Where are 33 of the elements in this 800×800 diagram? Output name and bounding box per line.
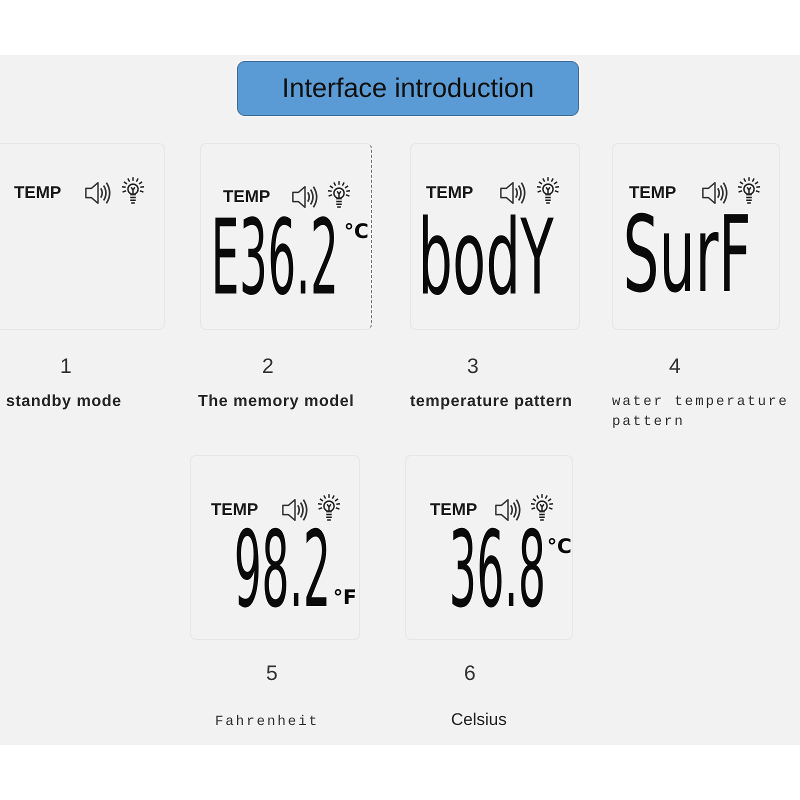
lcd-screen (612, 143, 780, 330)
segment-readout: SurF (623, 203, 752, 309)
segment-readout: 36.8 (449, 518, 546, 624)
screen-caption: Celsius (451, 710, 507, 730)
unit-label: °C (547, 536, 572, 556)
screen-number: 5 (266, 663, 278, 684)
screen-number: 1 (60, 356, 72, 377)
title-banner: Interface introduction (237, 61, 579, 116)
mode-label: TEMP (223, 188, 270, 205)
screen-caption: Fahrenheit (215, 713, 320, 732)
screen-caption: standby mode (6, 392, 122, 412)
lcd-screen (0, 143, 165, 330)
segment-readout: E36.2 (211, 206, 339, 311)
screen-number: 2 (262, 356, 274, 377)
mode-label: TEMP (14, 184, 62, 201)
screen-caption: temperature pattern (410, 392, 573, 412)
mode-label: TEMP (426, 184, 474, 201)
lcd-screen (200, 143, 372, 330)
screen-number: 3 (467, 356, 479, 377)
unit-label: °F (333, 587, 357, 607)
lcd-screen (190, 455, 360, 640)
segment-readout: 98.2 (234, 518, 331, 624)
screen-number: 6 (464, 663, 476, 684)
lcd-screen (410, 143, 580, 330)
screen-caption: water temperature pattern (612, 393, 790, 432)
unit-label: °C (344, 221, 369, 241)
mode-label: TEMP (211, 501, 258, 518)
screen-number: 4 (669, 356, 681, 377)
lcd-screen (405, 455, 573, 640)
mode-label: TEMP (629, 184, 676, 201)
segment-readout: bodY (418, 206, 554, 311)
screen-caption: The memory model (198, 392, 354, 412)
mode-label: TEMP (430, 501, 478, 518)
